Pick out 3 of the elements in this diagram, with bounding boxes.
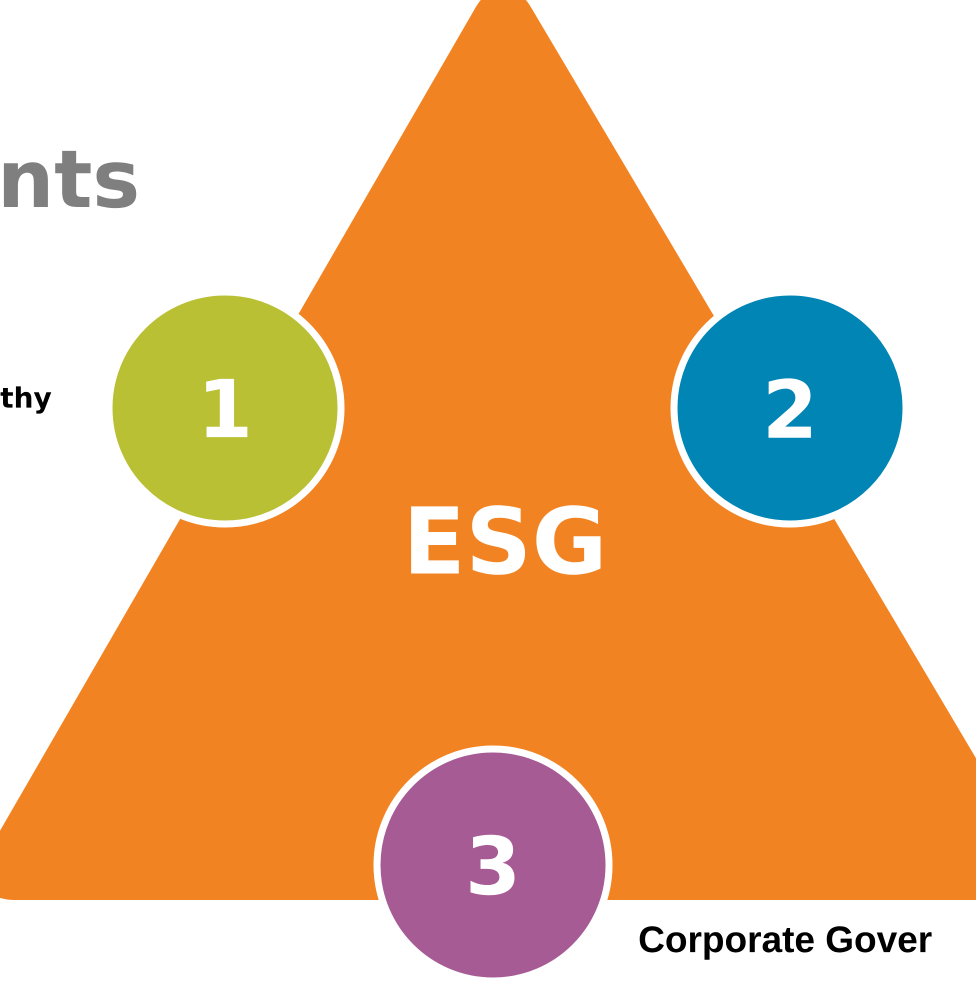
label-text: thy — [0, 386, 52, 414]
title: nts — [4, 150, 136, 208]
label-text: Corporate Gover — [640, 926, 932, 960]
